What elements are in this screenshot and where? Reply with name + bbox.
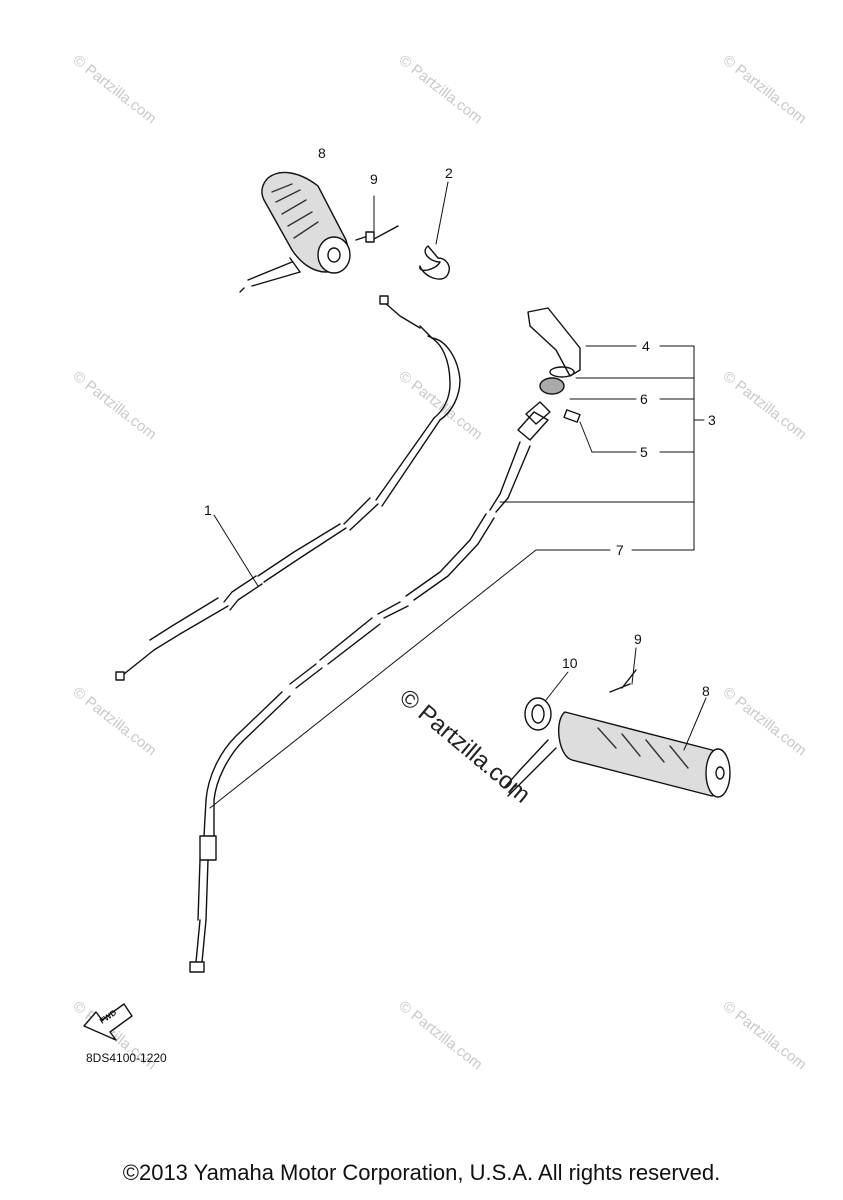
diagram-code: 8DS4100-1220 <box>86 1051 167 1065</box>
callout-8-bottom: 8 <box>702 683 710 699</box>
throttle-housing-parts <box>189 307 581 973</box>
watermark: © Partzilla.com <box>720 368 810 444</box>
callout-7: 7 <box>616 542 624 558</box>
grip-left <box>239 171 351 293</box>
watermark: © Partzilla.com <box>720 52 810 128</box>
fwd-arrow-icon <box>83 1003 133 1041</box>
callout-1: 1 <box>204 502 212 518</box>
grip-right <box>503 647 731 798</box>
callout-9-top: 9 <box>370 171 378 187</box>
callout-3: 3 <box>708 412 716 428</box>
callouts: 1 2 3 4 5 6 7 8 8 9 9 10 <box>204 145 716 699</box>
watermark: © Partzilla.com <box>70 368 160 444</box>
watermark: © Partzilla.com <box>396 998 486 1074</box>
throttle-cable <box>115 295 461 681</box>
callout-4: 4 <box>642 338 650 354</box>
callout-8-top: 8 <box>318 145 326 161</box>
rivet-top <box>355 195 399 243</box>
watermark: © Partzilla.com <box>396 368 486 444</box>
callout-6: 6 <box>640 391 648 407</box>
watermark: © Partzilla.com <box>720 998 810 1074</box>
watermark: © Partzilla.com <box>70 684 160 760</box>
copyright-notice: ©2013 Yamaha Motor Corporation, U.S.A. A… <box>122 1160 721 1185</box>
leader-lines <box>209 345 705 809</box>
callout-9-bottom: 9 <box>634 631 642 647</box>
callout-2: 2 <box>445 165 453 181</box>
callout-10: 10 <box>562 655 578 671</box>
center-watermark: © Partzilla.com <box>394 684 535 809</box>
watermark: © Partzilla.com <box>70 52 160 128</box>
watermark-grid: © Partzilla.com © Partzilla.com © Partzi… <box>70 52 810 1074</box>
watermark: © Partzilla.com <box>396 52 486 128</box>
cable-clip <box>419 181 450 280</box>
watermark: © Partzilla.com <box>720 684 810 760</box>
callout-5: 5 <box>640 444 648 460</box>
